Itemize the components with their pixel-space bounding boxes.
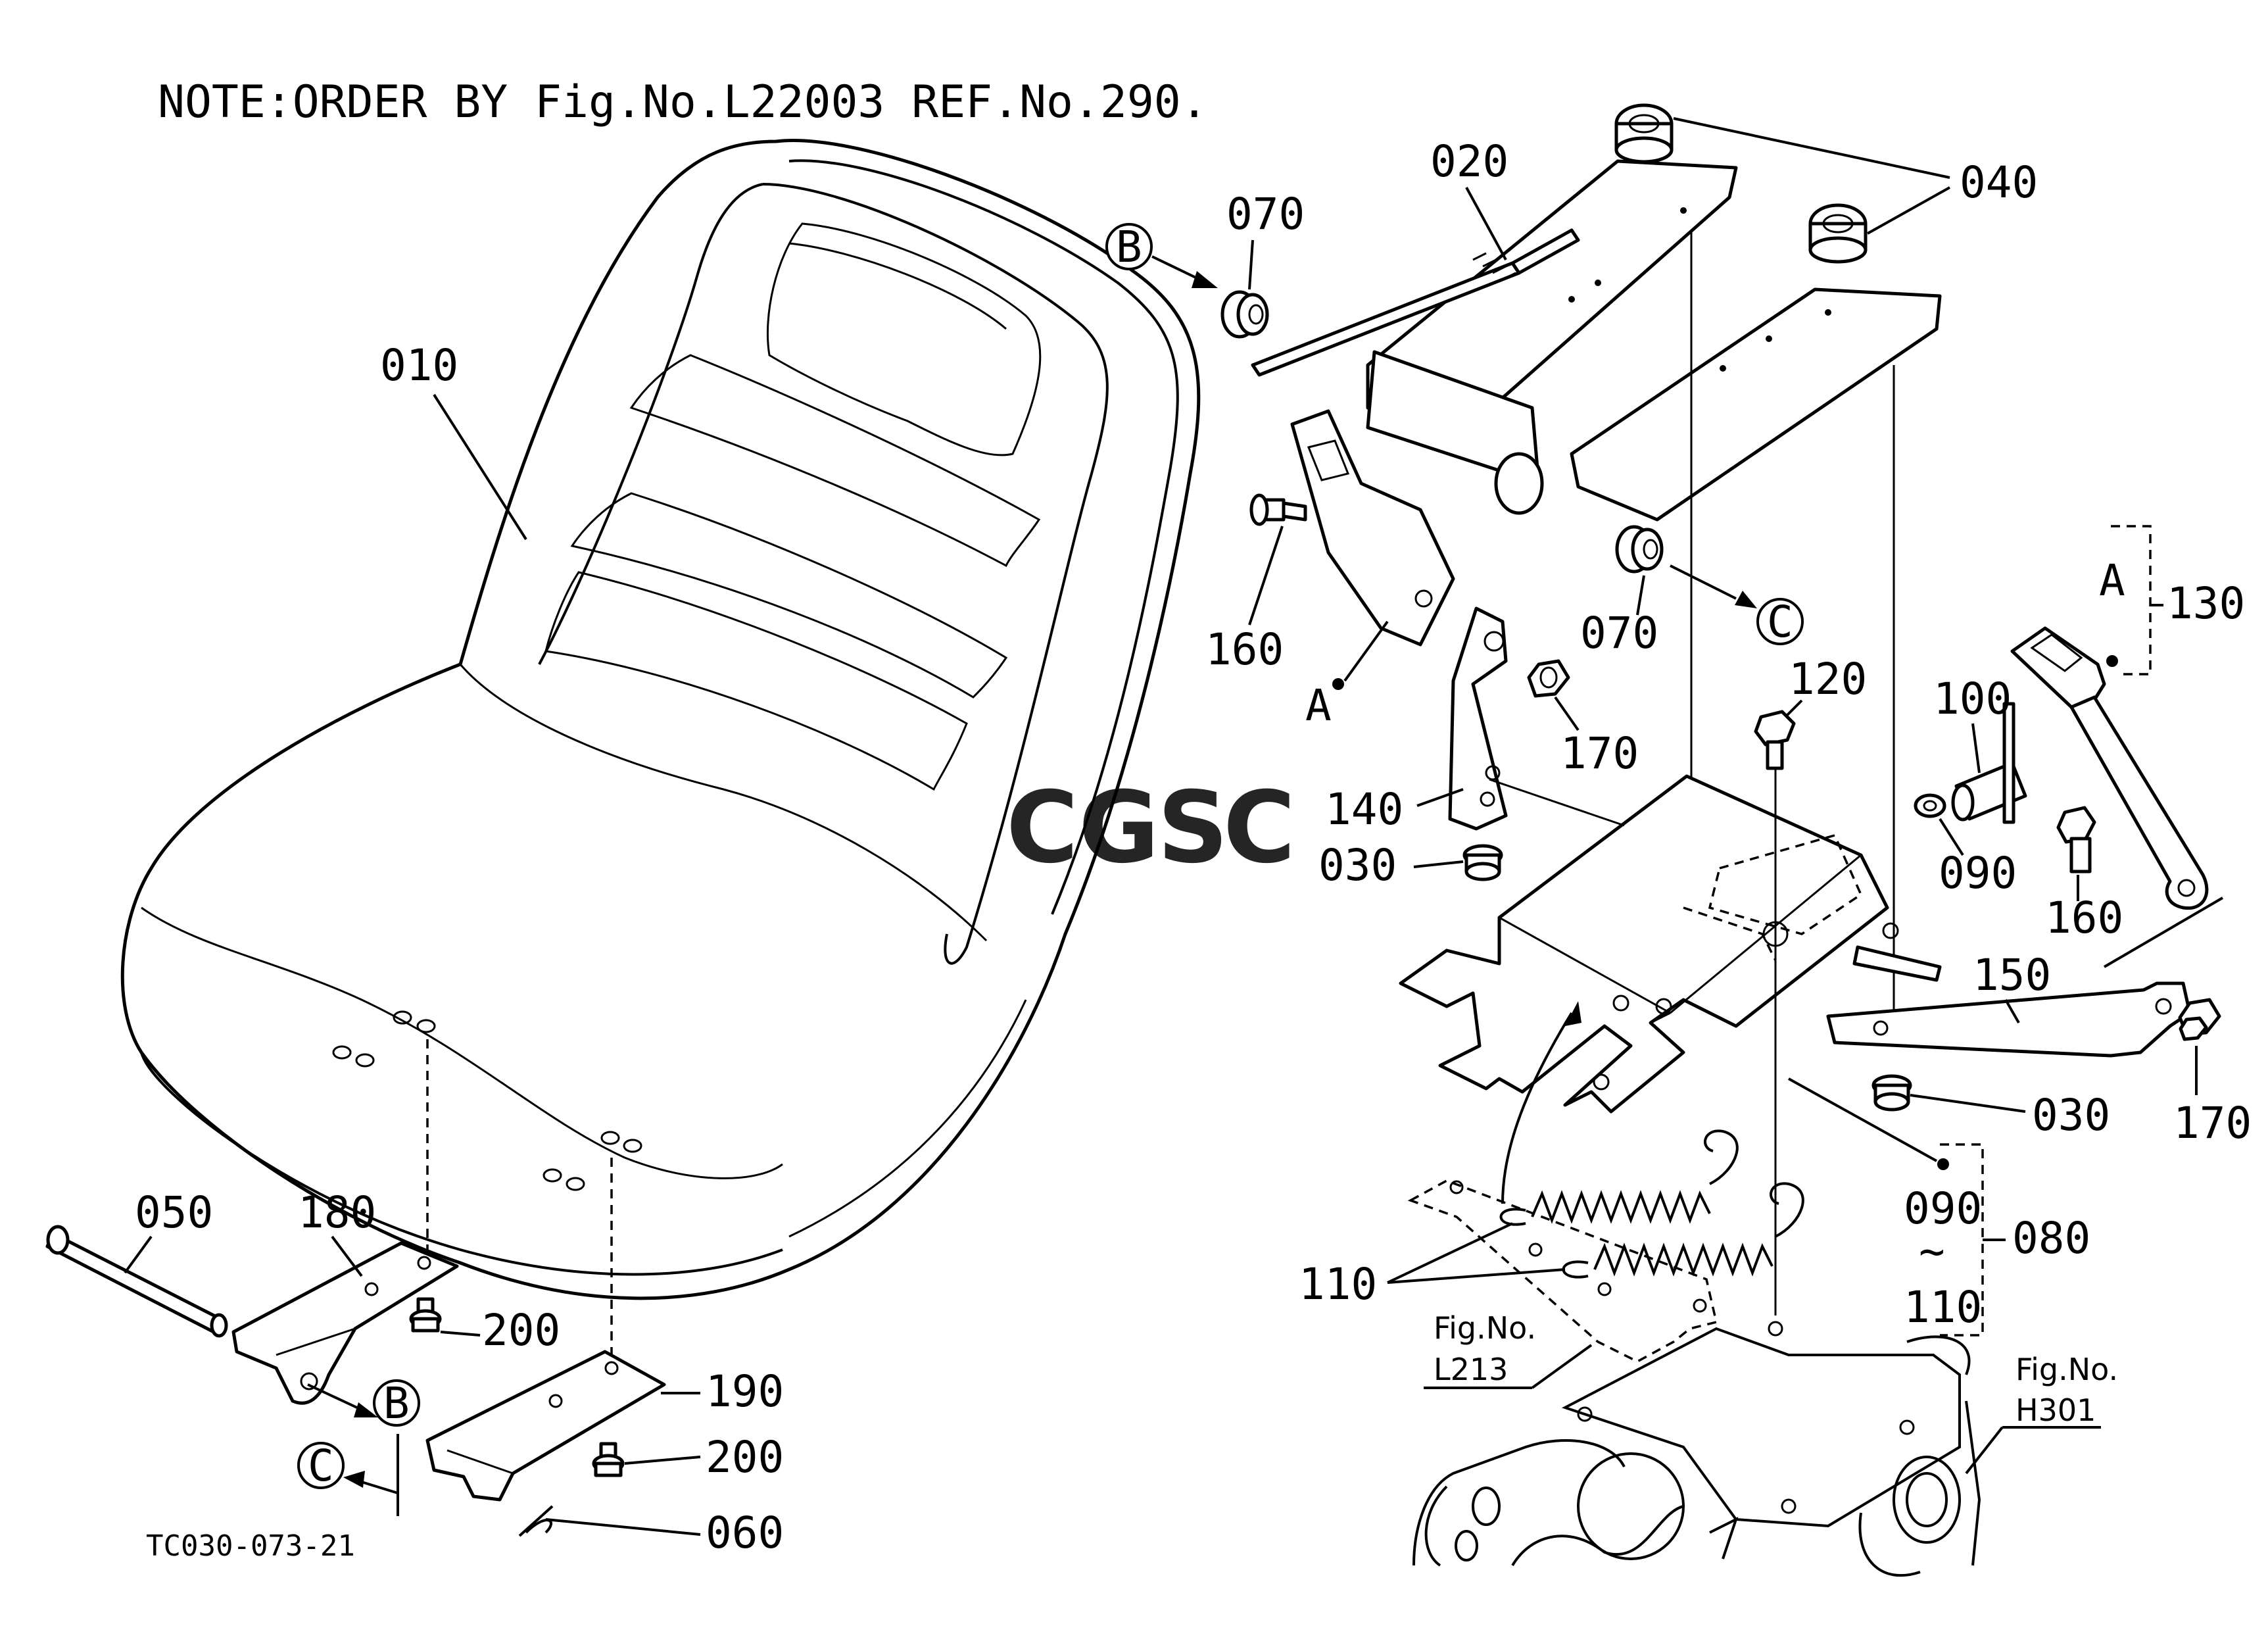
label-020: 020 <box>1430 136 1508 187</box>
pin-060 <box>518 1505 554 1537</box>
label-160-left: 160 <box>1205 624 1284 675</box>
label-110-left: 110 <box>1299 1259 1377 1310</box>
belt-buckle-left <box>1290 409 1455 647</box>
callout-c-lower: C <box>297 1434 399 1516</box>
svg-text:C: C <box>1767 597 1793 647</box>
label-090-upper: 090 <box>1939 848 2017 898</box>
label-120: 120 <box>1789 654 1867 704</box>
ref-h301-code: H301 <box>2015 1392 2096 1428</box>
watermark-letter: G <box>1078 771 1159 885</box>
label-170-left: 170 <box>1560 728 1639 779</box>
label-140: 140 <box>1325 784 1403 835</box>
ref-l213-code: L213 <box>1434 1352 1508 1387</box>
watermark-letter: C <box>1223 771 1295 885</box>
watermark-logo: C G S C <box>1006 771 1295 885</box>
roller-040-lower <box>1808 203 1868 264</box>
label-010: 010 <box>380 340 458 391</box>
label-100: 100 <box>1933 674 2012 724</box>
label-080: 080 <box>2012 1213 2090 1264</box>
bracket-140 <box>1448 606 1508 831</box>
label-040: 040 <box>1960 157 2038 208</box>
label-200-lower: 200 <box>706 1432 784 1483</box>
rod-050 <box>45 1225 228 1338</box>
callout-c-upper: C <box>1670 564 1804 647</box>
washer-090 <box>1914 793 1946 818</box>
label-200-upper: 200 <box>482 1305 560 1356</box>
label-070-upper: 070 <box>1226 189 1305 239</box>
ref-plate-l213 <box>1407 1179 1718 1363</box>
callout-a-left: A <box>1305 680 1332 731</box>
nut-170-left <box>1527 659 1570 698</box>
watermark-letter: S <box>1157 771 1228 885</box>
bushing-070-upper <box>1220 290 1269 339</box>
bolt-160-left <box>1249 493 1307 526</box>
bracket-190 <box>425 1350 666 1502</box>
label-190: 190 <box>706 1366 784 1417</box>
label-110-right: 110 <box>1904 1282 1982 1333</box>
label-090-lower: 090 <box>1904 1183 1982 1234</box>
watermark-letter: C <box>1006 771 1078 885</box>
bracket-180 <box>231 1241 459 1405</box>
label-050: 050 <box>135 1187 213 1238</box>
seat-cushion <box>120 139 1201 1300</box>
order-note: NOTE:ORDER BY Fig.No.L22003 REF.No.290. <box>158 76 1208 128</box>
drawing-code: TC030-073-21 <box>146 1529 355 1563</box>
pin-100 <box>1951 702 2027 824</box>
label-070-lower: 070 <box>1580 608 1658 658</box>
label-130: 130 <box>2167 578 2245 629</box>
label-030-right: 030 <box>2032 1090 2110 1141</box>
ref-h301-label: Fig.No. <box>2015 1352 2118 1387</box>
callout-b-lower: B <box>307 1378 420 1429</box>
callout-a-right: A <box>2099 555 2125 606</box>
bolt-160-right <box>2056 806 2096 873</box>
label-150: 150 <box>1973 950 2051 1000</box>
washer-030-right <box>1871 1074 1912 1112</box>
bolt-200-lower <box>592 1442 625 1477</box>
spring-110-upper <box>1499 1129 1739 1226</box>
callout-b-upper: B <box>1105 222 1218 288</box>
label-030-left: 030 <box>1318 840 1397 891</box>
belt-buckle-right <box>2010 626 2209 910</box>
washer-030-left <box>1462 844 1503 881</box>
svg-text:C: C <box>308 1440 334 1491</box>
roller-040-upper <box>1614 103 1674 164</box>
label-180: 180 <box>298 1187 376 1238</box>
nut-170-right <box>2178 998 2221 1041</box>
bushing-070-lower <box>1615 525 1664 574</box>
ref-housing-h301 <box>1412 1321 1981 1577</box>
seat-base-frame <box>1399 774 1942 1114</box>
label-170-right: 170 <box>2173 1098 2252 1148</box>
ref-l213-label: Fig.No. <box>1434 1310 1536 1346</box>
label-060: 060 <box>706 1508 784 1558</box>
svg-text:B: B <box>1116 222 1142 272</box>
label-tilde: ~ <box>1919 1226 1945 1277</box>
svg-text:B: B <box>383 1378 410 1429</box>
bolt-120 <box>1754 710 1796 770</box>
slide-rail-assembly <box>1251 159 1942 1039</box>
label-160-right: 160 <box>2045 893 2123 943</box>
bolt-200-upper <box>409 1297 442 1333</box>
